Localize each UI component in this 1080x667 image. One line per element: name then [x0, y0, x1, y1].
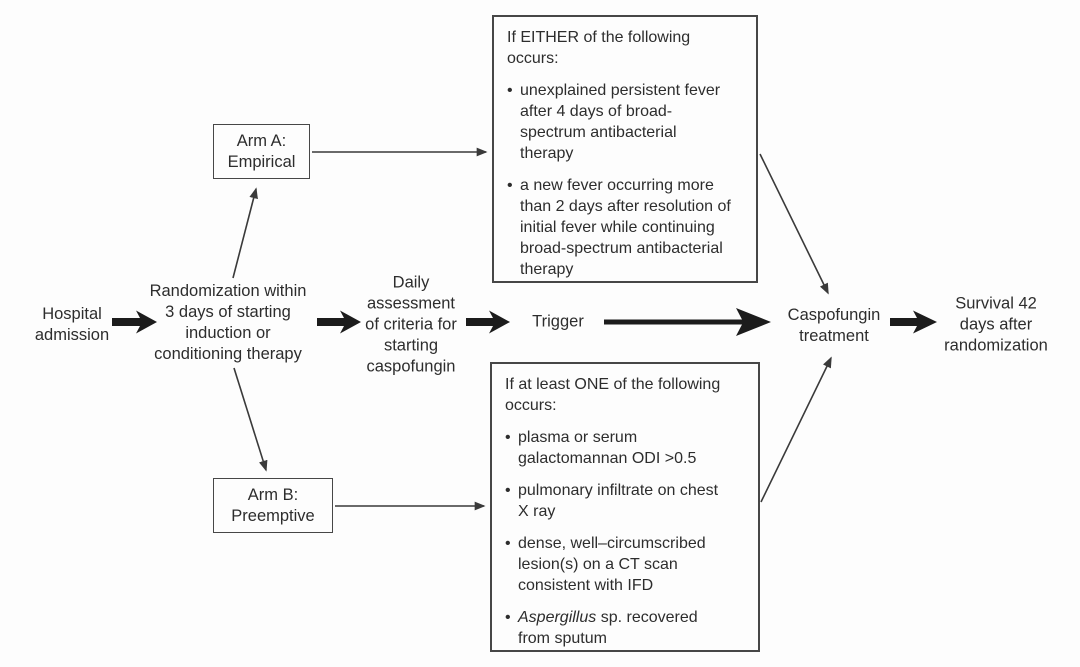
aspergillus-italic: Aspergillus — [518, 609, 597, 626]
bullet-text: plasma or serum galactomannan ODI >0.5 — [518, 429, 697, 467]
preemptive-criteria-heading: If at least ONE of the following occurs: — [505, 376, 721, 414]
arrow-preemptive-criteria-to-caspofungin — [760, 356, 832, 503]
bold-arrow-hospital-to-randomization — [112, 310, 157, 334]
bold-arrow-caspofungin-to-survival — [890, 310, 937, 334]
node-randomization: Randomization within 3 days of starting … — [149, 282, 307, 363]
bullet-icon: • — [507, 82, 513, 99]
node-trigger: Trigger — [532, 312, 584, 331]
bullet-icon: • — [505, 482, 511, 499]
preemptive-criteria-box: If at least ONE of the following occurs:… — [490, 362, 760, 652]
bold-arrow-trigger-to-caspofungin — [604, 308, 771, 336]
node-caspofungin-treatment: Caspofungin treatment — [787, 306, 881, 345]
bullet-text: dense, well–circumscribed lesion(s) on a… — [518, 535, 706, 594]
preemptive-bullet-galactomannan: • plasma or serum galactomannan ODI >0.5 — [505, 427, 750, 469]
aspergillus-rest: sp. recovered from sputum — [518, 609, 698, 647]
bullet-icon: • — [507, 177, 513, 194]
empirical-criteria-box: If EITHER of the following occurs: • une… — [492, 15, 758, 283]
preemptive-bullet-aspergillus: • Aspergillus sp. recovered from sputum — [505, 607, 750, 649]
arrow-randomization-to-arm-a — [232, 187, 258, 279]
node-daily-assessment: Daily assessment of criteria for startin… — [365, 273, 457, 376]
bullet-text: pulmonary infiltrate on chest X ray — [518, 482, 719, 520]
bullet-text: unexplained persistent fever after 4 day… — [520, 82, 721, 162]
bullet-text: Aspergillus sp. recovered from sputum — [518, 607, 750, 649]
preemptive-bullet-ct-lesion: • dense, well–circumscribed lesion(s) on… — [505, 533, 750, 596]
empirical-criteria-heading: If EITHER of the following occurs: — [507, 29, 691, 67]
arrow-randomization-to-arm-b — [233, 367, 268, 472]
node-survival: Survival 42 days after randomization — [944, 294, 1048, 355]
bullet-icon: • — [505, 535, 511, 552]
bullet-text: a new fever occurring more than 2 days a… — [520, 177, 731, 278]
bold-arrow-randomization-to-daily-assessment — [317, 310, 361, 334]
arrow-empirical-criteria-to-caspofungin — [759, 153, 829, 295]
arm-b-box: Arm B: Preemptive — [213, 478, 333, 533]
preemptive-bullet-infiltrate: • pulmonary infiltrate on chest X ray — [505, 480, 750, 522]
arm-a-box: Arm A: Empirical — [213, 124, 310, 179]
bold-arrow-daily-assessment-to-trigger — [466, 310, 510, 334]
bullet-icon: • — [505, 429, 511, 446]
empirical-bullet-fever: • unexplained persistent fever after 4 d… — [507, 80, 748, 164]
empirical-bullet-new-fever: • a new fever occurring more than 2 days… — [507, 175, 748, 280]
node-hospital-admission: Hospital admission — [34, 305, 110, 344]
bullet-icon: • — [505, 609, 511, 626]
